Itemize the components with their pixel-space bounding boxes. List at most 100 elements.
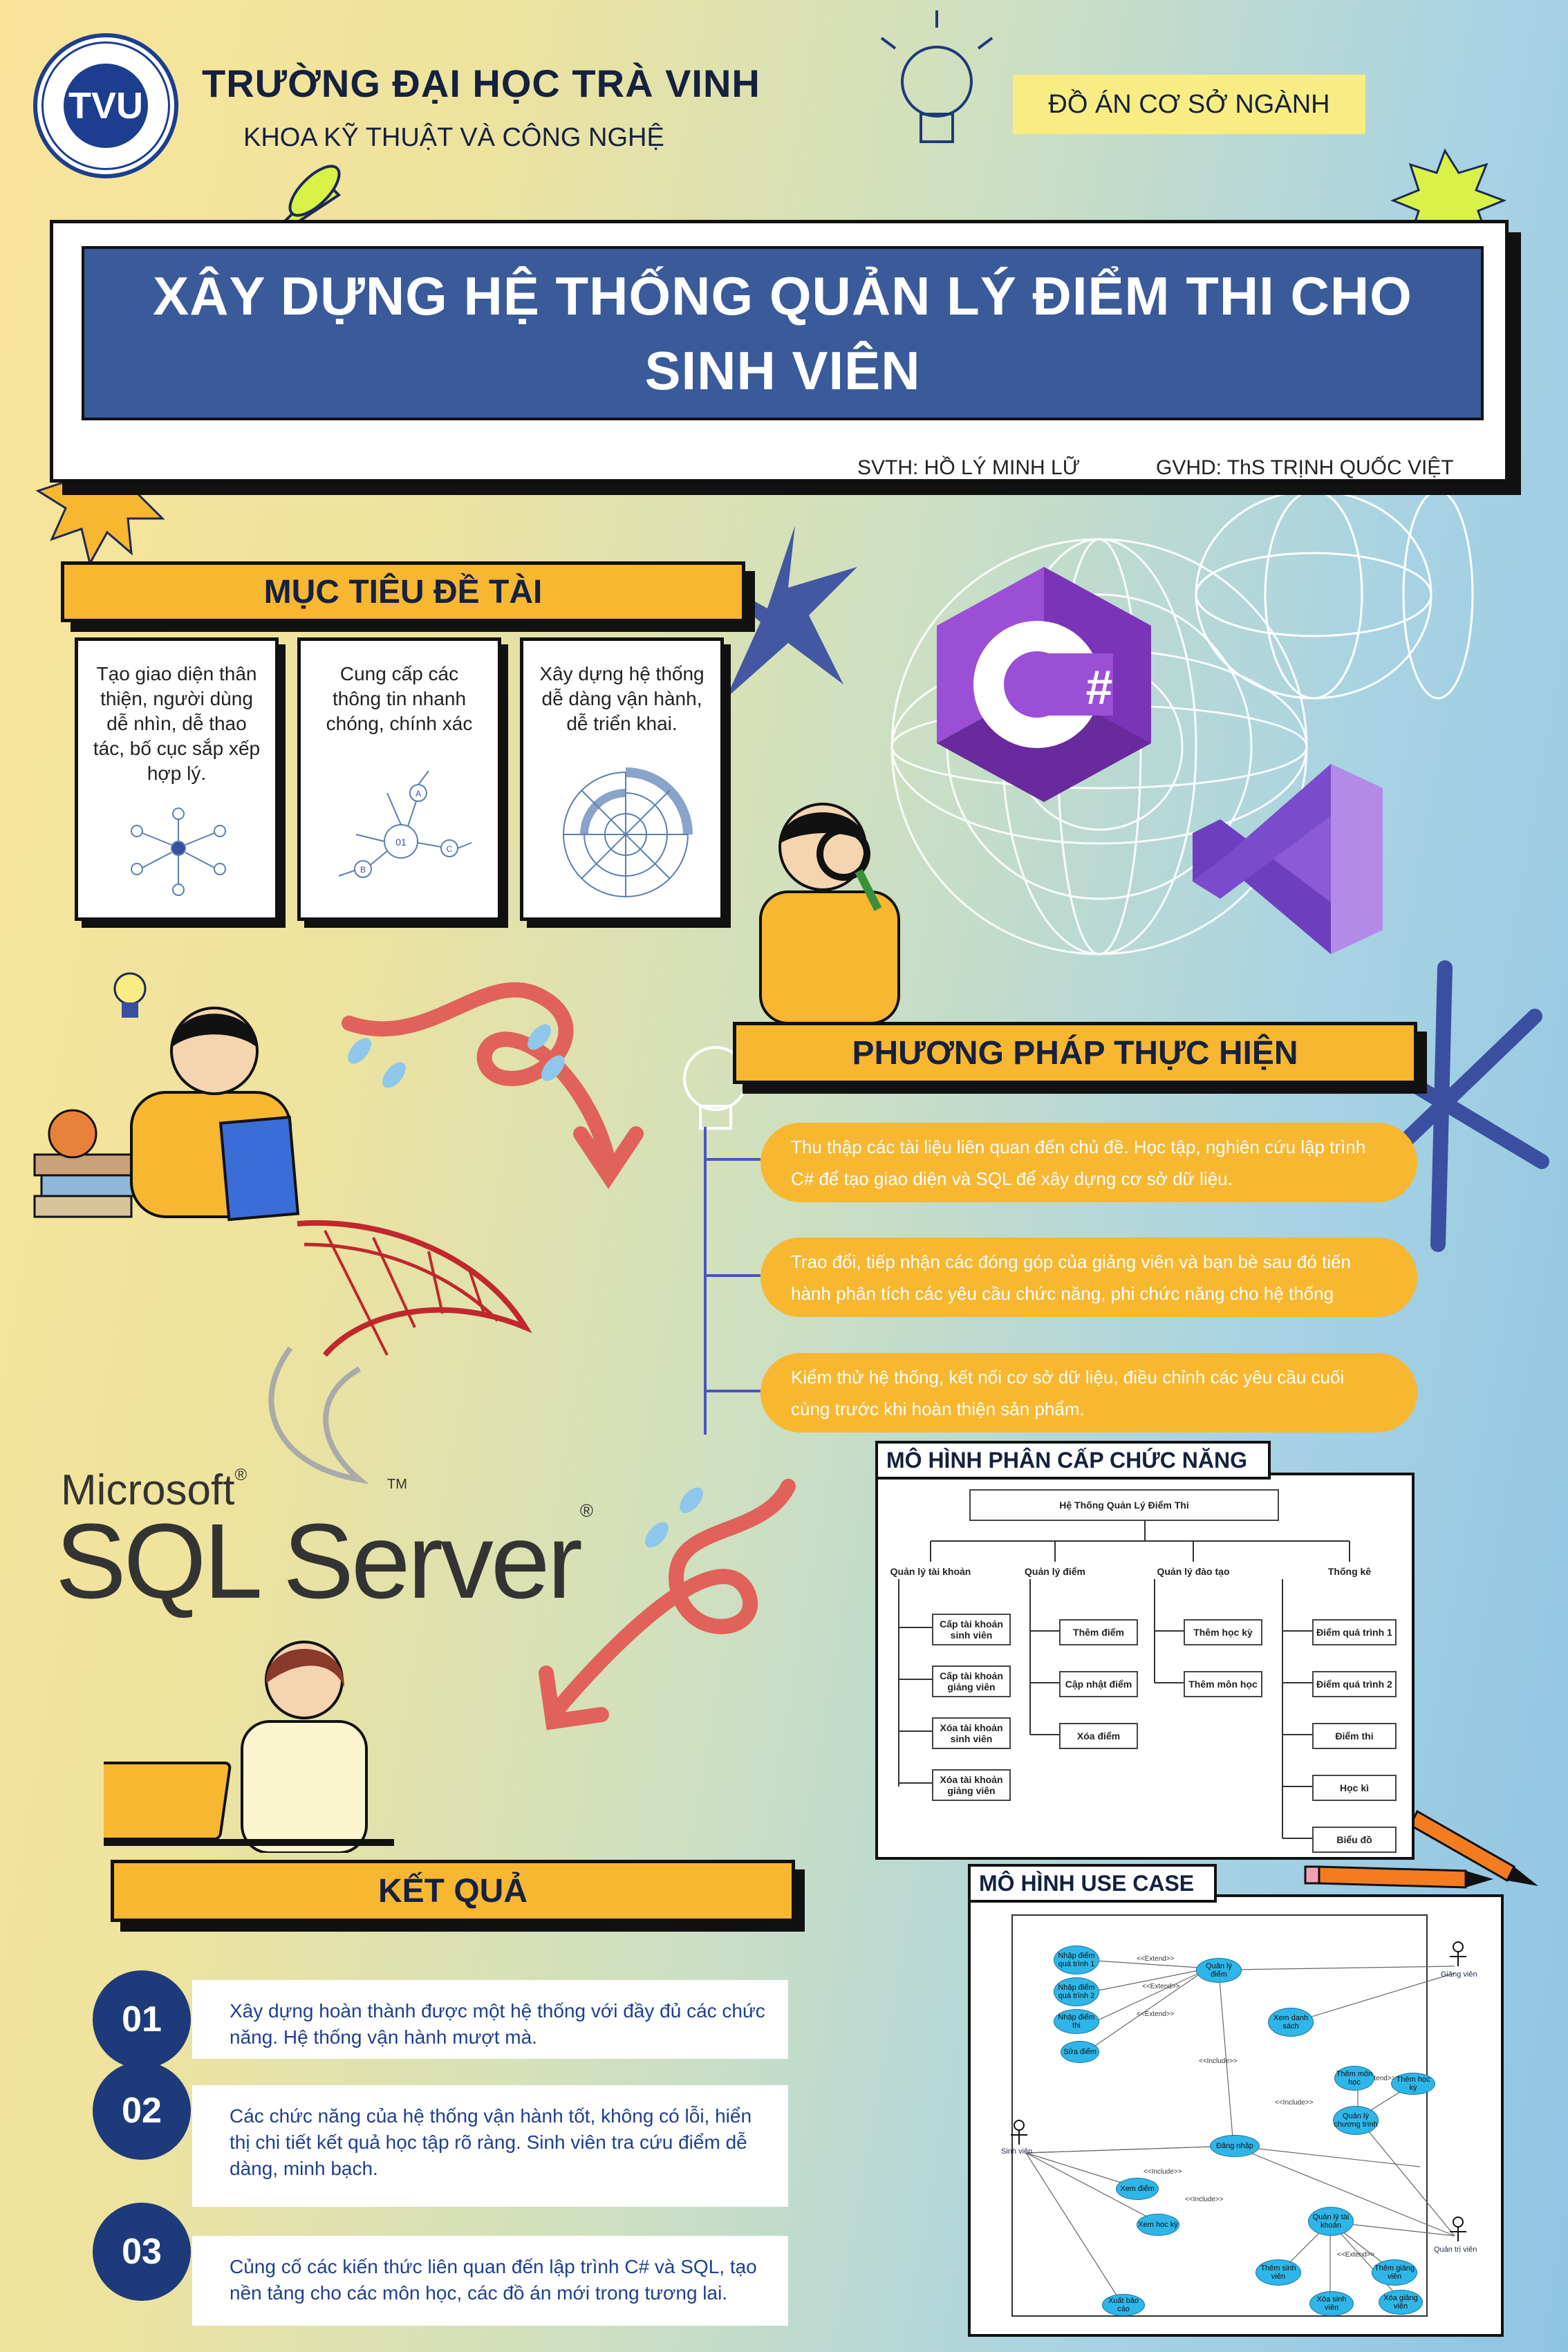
method-item: Thu thập các tài liệu liên quan đến chủ … [760,1123,1417,1202]
method-connector-line [704,1127,707,1435]
hierarchy-label: MÔ HÌNH PHÂN CẤP CHỨC NĂNG [875,1441,1271,1480]
results-heading: KẾT QUẢ [111,1860,795,1922]
asterisk-icon [1327,960,1549,1252]
usecase-ellipse: Thêm học kỳ [1391,2073,1435,2095]
usecase-relation-label: <<Extend>> [1137,1955,1175,1963]
hierarchy-leaf: Xóa điểm [1059,1723,1138,1749]
usecase-ellipse: Thêm sinh viên [1256,2259,1301,2286]
hierarchy-leaf: Thêm học kỳ [1184,1619,1262,1645]
hierarchy-leaf: Thêm điểm [1059,1619,1138,1645]
hierarchy-leaf: Xóa tài khoản giảng viên [932,1769,1011,1801]
usecase-ellipse: Xóa giảng viên [1379,2290,1423,2315]
hierarchy-connectors [898,1518,1350,1839]
hierarchy-leaf: Biểu đồ [1312,1827,1397,1853]
usecase-ellipse: Quản lý tài khoản [1308,2207,1354,2236]
result-number: 02 [93,2062,191,2160]
usecase-relation-label: <<Extend>> [1358,2075,1396,2082]
visual-studio-logo-icon [1193,764,1383,954]
logo-ring [41,41,170,170]
loop-arrow-icon [545,1479,796,1722]
sql-server-logo-icon [268,1220,532,1484]
woman-laptop-illustration [104,1641,394,1853]
goal-text: Cung cấp các thông tin nhanh chóng, chín… [326,663,473,734]
abc-label-b: B [360,865,366,875]
usecase-relation-label: <<Include>> [1275,2099,1314,2107]
faculty-name: KHOA KỸ THUẬT VÀ CÔNG NGHỆ [243,123,664,152]
hierarchy-root: Hệ Thống Quản Lý Điểm Thi [969,1489,1279,1521]
usecase-ellipse: Quản lý điểm [1196,1958,1242,1983]
usecase-relation-label: <<Extend>> [1137,2010,1175,2018]
hierarchy-leaf: Xóa tài khoản sinh viên [932,1717,1011,1749]
method-connector-arrow [705,1274,760,1277]
usecase-ellipse: Xem danh sách [1268,2008,1314,2037]
university-name: TRƯỜNG ĐẠI HỌC TRÀ VINH [202,62,760,105]
csharp-logo-icon: # [937,567,1151,802]
wireframe-cylinder-icon [1195,489,1474,700]
loop-arrow-icon [342,982,616,1176]
sql-brand-top: Microsoft® [61,1466,248,1514]
supervisor-name: GVHD: ThS TRỊNH QUỐC VIỆT [1156,456,1454,479]
abc-center-label: 01 [395,837,407,848]
hierarchy-leaf: Thêm môn học [1184,1671,1262,1697]
goal-card: Cung cấp các thông tin nhanh chóng, chín… [297,637,501,921]
project-type-banner: ĐỒ ÁN CƠ SỞ NGÀNH [1013,75,1365,134]
abc-network-icon: 01 A C B [338,770,472,878]
logo-emblem: TVU [64,64,148,148]
university-logo: TVU [33,33,178,178]
actor-icons [1011,1941,1466,2241]
page-title: XÂY DỰNG HỆ THỐNG QUẢN LÝ ĐIỂM THI CHO S… [82,246,1484,420]
actor-label: Quản trị viên [1434,2246,1477,2254]
lightbulb-icon [880,10,993,143]
title-line-1: XÂY DỰNG HỆ THỐNG QUẢN LÝ ĐIỂM THI CHO [153,265,1412,326]
usecase-relation-label: <<Extend>> [1142,1983,1180,1990]
result-number: 01 [93,1970,191,2069]
usecase-ellipse: Xem điểm [1116,2178,1159,2200]
usecase-ellipse: Nhập điểm thi [1054,2009,1099,2034]
csharp-symbol: # [1086,660,1113,714]
methods-heading: PHƯƠNG PHÁP THỰC HIỆN [733,1022,1417,1084]
usecase-ellipse: Thêm môn học [1334,2066,1374,2091]
student-name: SVTH: HỒ LÝ MINH LỮ [857,456,1081,479]
actor-label: Giảng viên [1441,1970,1477,1979]
hierarchy-diagram: Hệ Thống Quản Lý Điểm Thi Quản lý tài kh… [875,1473,1415,1860]
hierarchy-group: Quản lý điểm [1025,1566,1085,1577]
hierarchy-leaf: Học kì [1312,1775,1397,1801]
hierarchy-leaf: Cấp tài khoản giảng viên [932,1665,1011,1697]
title-line-2: SINH VIÊN [644,340,921,401]
result-text: Củng cố các kiến thức liên quan đến lập … [192,2236,788,2326]
hierarchy-leaf: Điểm quá trình 2 [1312,1671,1397,1697]
hierarchy-group: Thống kê [1327,1566,1372,1577]
usecase-ellipse: Xuất bảo cáo [1102,2294,1145,2316]
goal-text: Xây dựng hệ thống dễ dàng vận hành, dễ t… [539,663,704,734]
hierarchy-group: Quản lý tài khoản [890,1566,971,1577]
usecase-ellipse: Xóa sinh viên [1309,2291,1354,2316]
usecase-ellipse: Nhập điểm quá trình 1 [1054,1945,1099,1975]
usecase-ellipse: Đăng nhập [1210,2135,1260,2157]
goal-text: Tạo giao diện thân thiện, người dùng dễ … [93,663,261,784]
usecase-ellipse: Xem học kỳ [1137,2214,1179,2236]
sql-brand-main: SQL Server® [55,1500,593,1621]
usecase-ellipse: Sửa điểm [1061,2041,1099,2063]
hierarchy-leaf: Cập nhật điểm [1059,1671,1138,1697]
method-item: Kiểm thử hệ thống, kết nối cơ sở dữ liệu… [760,1353,1417,1432]
hierarchy-group: Quản lý đào tạo [1157,1566,1230,1577]
lightbulb-small-icon [113,972,147,1018]
actor-label: Sinh viên [1001,2147,1033,2156]
goal-card: Xây dựng hệ thống dễ dàng vận hành, dễ t… [520,637,724,921]
sql-tm: TM [387,1477,407,1492]
result-text: Xây dựng hoàn thành được một hệ thống vớ… [192,1980,788,2059]
radial-chart-icon [563,767,693,897]
boy-with-magnifier-illustration [759,803,900,1023]
usecase-relation-label: <<Include>> [1185,2196,1224,2203]
result-number: 03 [93,2203,191,2301]
goal-card: Tạo giao diện thân thiện, người dùng dễ … [75,637,279,921]
usecase-relation-label: <<Extend>> [1337,2251,1375,2259]
hand-drawn-star-icon [705,525,857,698]
hierarchy-leaf: Điểm quá trình 1 [1312,1619,1397,1645]
usecase-ellipse: Thêm giảng viên [1372,2259,1417,2286]
goals-heading: MỤC TIÊU ĐỀ TÀI [61,561,745,622]
abc-label-a: A [416,789,421,799]
method-item: Trao đổi, tiếp nhận các đóng góp của giả… [760,1238,1417,1317]
method-connector-arrow [705,1158,760,1161]
